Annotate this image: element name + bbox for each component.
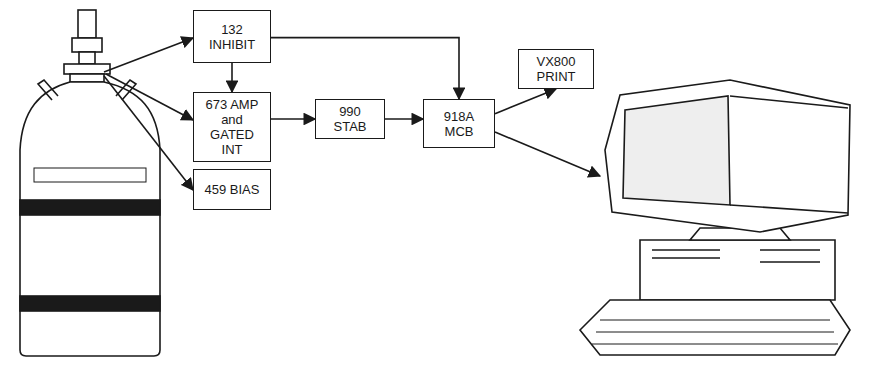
signal-connector (385, 118, 423, 120)
module-label: 459 BIAS (205, 182, 260, 197)
stabilizer-module: 990 STAB (315, 99, 385, 139)
amplifier-module: 673 AMP and GATED INT (193, 92, 271, 162)
signal-lines (104, 38, 600, 190)
module-label: 918A MCB (429, 109, 489, 139)
printer-box: VX800 PRINT (518, 49, 594, 89)
module-label: VX800 PRINT (524, 54, 588, 84)
inhibit-module: 132 INHIBIT (193, 10, 271, 63)
signal-connector (231, 63, 233, 92)
signal-connector (271, 38, 459, 99)
detector-dewar (20, 10, 160, 356)
signal-connector (271, 118, 315, 120)
module-label: 990 STAB (321, 104, 379, 134)
signal-connector (495, 89, 556, 114)
mcb-module: 918A MCB (423, 99, 495, 148)
bias-module: 459 BIAS (193, 169, 271, 210)
module-label: 132 INHIBIT (199, 22, 265, 52)
computer (580, 80, 850, 355)
module-label: 673 AMP and GATED INT (199, 97, 265, 157)
